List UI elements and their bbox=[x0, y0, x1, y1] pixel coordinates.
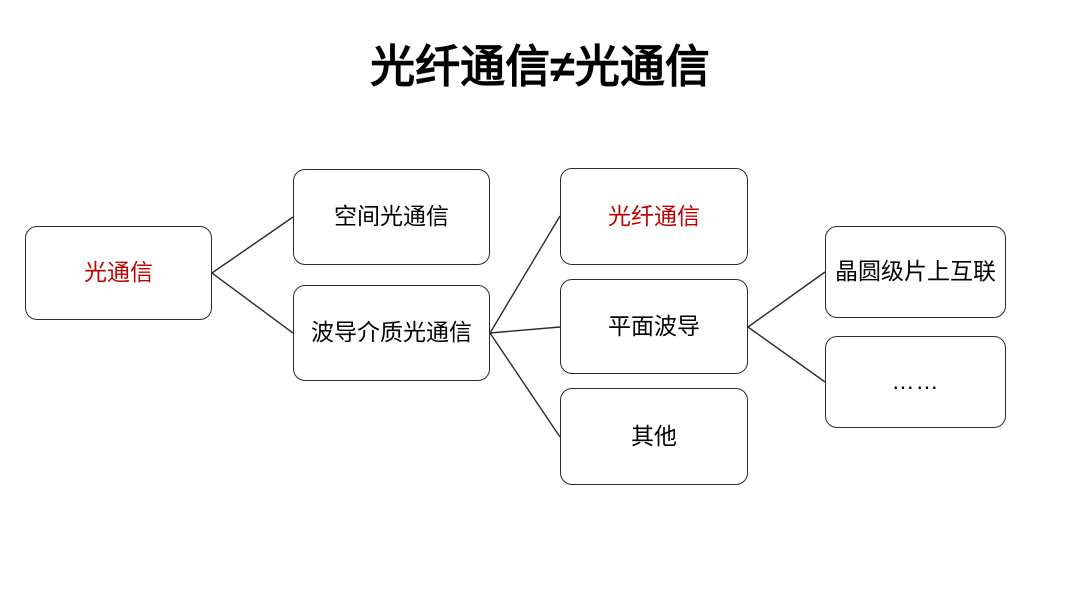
node-label: …… bbox=[891, 368, 940, 395]
node-label: 平面波导 bbox=[608, 312, 700, 339]
node-fiber-optic[interactable]: 光纤通信 bbox=[560, 168, 748, 265]
connector-optical-communication-to-free-space-optical bbox=[211, 216, 294, 274]
node-optical-communication[interactable]: 光通信 bbox=[25, 226, 212, 320]
page-title: 光纤通信≠光通信 bbox=[370, 41, 710, 92]
node-label: 空间光通信 bbox=[334, 203, 449, 230]
node-label: 光通信 bbox=[84, 259, 153, 286]
connector-optical-communication-to-waveguide-medium bbox=[211, 272, 294, 334]
connector-waveguide-medium-to-planar-waveguide bbox=[489, 326, 561, 334]
node-others[interactable]: 其他 bbox=[560, 388, 748, 485]
connector-planar-waveguide-to-ellipsis bbox=[747, 326, 826, 383]
connector-planar-waveguide-to-wafer-scale-interconnect bbox=[747, 271, 826, 328]
node-waveguide-medium[interactable]: 波导介质光通信 bbox=[293, 285, 490, 381]
node-label: 其他 bbox=[631, 422, 677, 449]
node-label: 波导介质光通信 bbox=[311, 319, 472, 346]
node-ellipsis[interactable]: …… bbox=[825, 336, 1006, 428]
node-label: 晶圆级片上互联 bbox=[835, 258, 996, 285]
node-free-space-optical[interactable]: 空间光通信 bbox=[293, 169, 490, 265]
node-planar-waveguide[interactable]: 平面波导 bbox=[560, 279, 748, 374]
node-wafer-scale-interconnect[interactable]: 晶圆级片上互联 bbox=[825, 226, 1006, 318]
node-label: 光纤通信 bbox=[608, 202, 700, 229]
connector-waveguide-medium-to-fiber-optic bbox=[489, 215, 561, 334]
connector-waveguide-medium-to-others bbox=[489, 332, 561, 438]
